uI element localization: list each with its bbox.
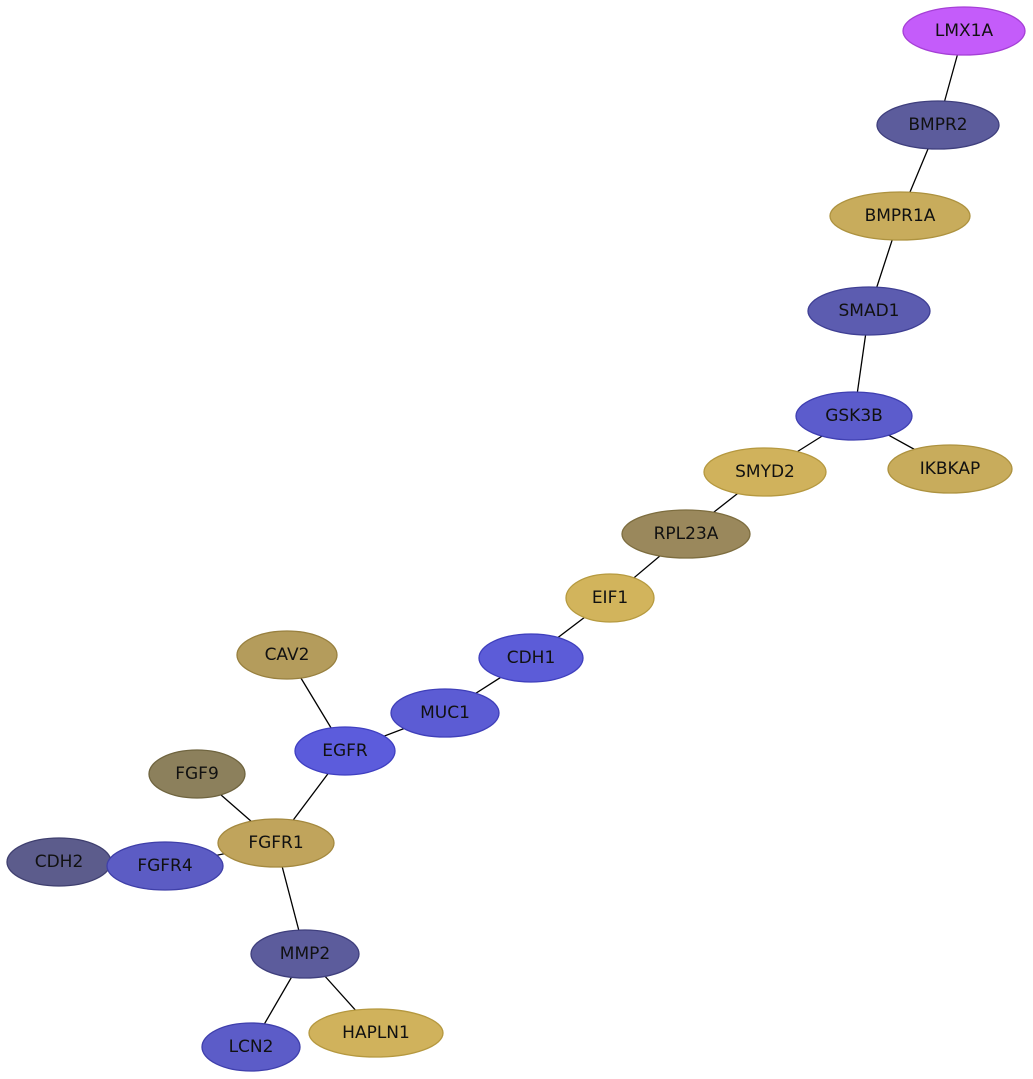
node-egfr[interactable]: EGFR (294, 726, 396, 776)
node-shape (902, 6, 1026, 56)
node-gsk3b[interactable]: GSK3B (795, 391, 913, 441)
node-label: LCN2 (229, 1037, 274, 1057)
node-shape (308, 1008, 444, 1058)
node-label: FGFR1 (248, 833, 303, 853)
edge-layer (164, 30, 965, 1048)
node-shape (106, 841, 224, 891)
node-lcn2[interactable]: LCN2 (201, 1022, 301, 1072)
node-shape (294, 726, 396, 776)
node-bmpr2[interactable]: BMPR2 (876, 100, 1000, 150)
node-label: CDH1 (507, 648, 556, 668)
node-label: EGFR (322, 741, 368, 761)
node-label: CAV2 (265, 645, 310, 665)
node-shape (795, 391, 913, 441)
node-fgf9[interactable]: FGF9 (148, 749, 246, 799)
node-shape (876, 100, 1000, 150)
node-label: SMYD2 (735, 462, 795, 482)
node-lmx1a[interactable]: LMX1A (902, 6, 1026, 56)
node-label: CDH2 (35, 852, 84, 872)
node-ikbkap[interactable]: IKBKAP (887, 444, 1013, 494)
node-label: FGF9 (175, 764, 219, 784)
node-cav2[interactable]: CAV2 (236, 630, 338, 680)
node-rpl23a[interactable]: RPL23A (621, 509, 751, 559)
node-shape (703, 447, 827, 497)
node-shape (201, 1022, 301, 1072)
node-shape (236, 630, 338, 680)
node-label: MMP2 (280, 944, 330, 964)
node-label: BMPR1A (865, 206, 936, 226)
node-bmpr1a[interactable]: BMPR1A (829, 191, 971, 241)
node-cdh2[interactable]: CDH2 (6, 837, 112, 887)
node-fgfr1[interactable]: FGFR1 (217, 818, 335, 868)
node-shape (478, 633, 584, 683)
node-eif1[interactable]: EIF1 (565, 573, 655, 623)
node-label: MUC1 (420, 703, 470, 723)
node-label: LMX1A (935, 21, 994, 41)
node-label: SMAD1 (839, 301, 900, 321)
node-label: FGFR4 (137, 856, 192, 876)
node-label: RPL23A (654, 524, 719, 544)
node-fgfr4[interactable]: FGFR4 (106, 841, 224, 891)
node-shape (621, 509, 751, 559)
node-shape (829, 191, 971, 241)
node-muc1[interactable]: MUC1 (390, 688, 500, 738)
node-smad1[interactable]: SMAD1 (807, 286, 931, 336)
node-smyd2[interactable]: SMYD2 (703, 447, 827, 497)
node-label: BMPR2 (908, 115, 967, 135)
node-label: HAPLN1 (342, 1023, 410, 1043)
node-hapln1[interactable]: HAPLN1 (308, 1008, 444, 1058)
node-label: GSK3B (825, 406, 883, 426)
node-label: IKBKAP (920, 459, 981, 479)
node-label: EIF1 (592, 588, 628, 608)
node-shape (565, 573, 655, 623)
node-cdh1[interactable]: CDH1 (478, 633, 584, 683)
node-shape (887, 444, 1013, 494)
node-shape (250, 929, 360, 979)
node-mmp2[interactable]: MMP2 (250, 929, 360, 979)
node-shape (807, 286, 931, 336)
node-shape (390, 688, 500, 738)
node-shape (148, 749, 246, 799)
node-shape (217, 818, 335, 868)
